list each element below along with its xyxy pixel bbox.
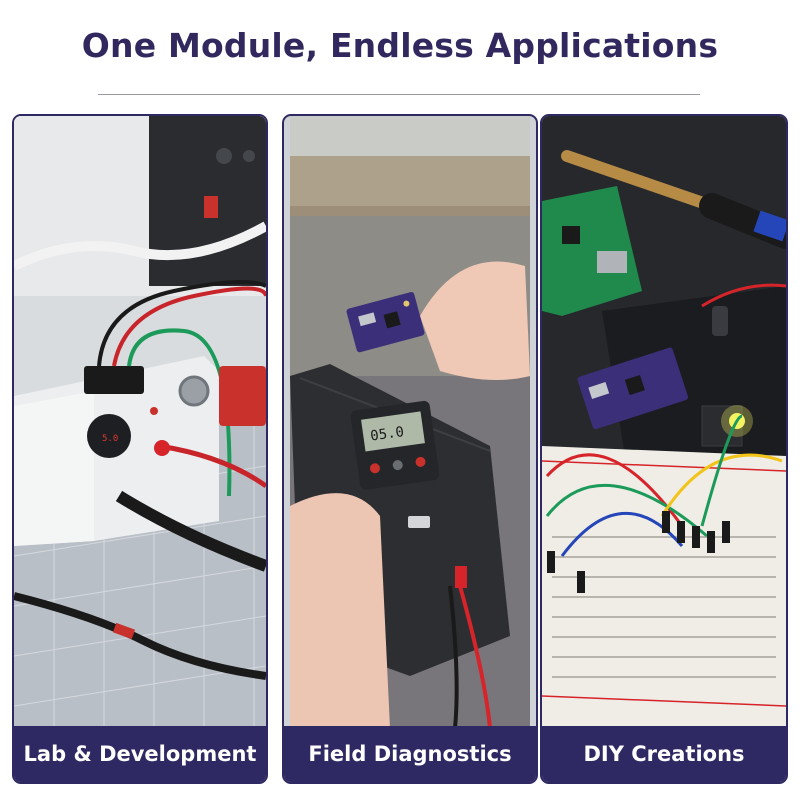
caption-diy-creations: DIY Creations bbox=[542, 726, 786, 782]
caption-field-diagnostics: Field Diagnostics bbox=[284, 726, 536, 782]
page-title: One Module, Endless Applications bbox=[81, 26, 719, 65]
instrument-knob bbox=[243, 150, 255, 162]
soldering-iron bbox=[561, 150, 718, 212]
display-readout-graphic: 5.0 bbox=[102, 434, 118, 444]
probe-tip-band bbox=[112, 622, 136, 640]
power-knob bbox=[178, 375, 210, 407]
black-lead bbox=[97, 280, 266, 367]
rail-line bbox=[542, 695, 786, 707]
red-plug bbox=[455, 566, 467, 588]
display-dial bbox=[87, 414, 131, 458]
jumper-green bbox=[545, 484, 708, 538]
jumper-yellow bbox=[660, 453, 783, 517]
red-lead bbox=[458, 585, 492, 728]
caption-lab-development: Lab & Development bbox=[14, 726, 266, 782]
module-board bbox=[346, 292, 425, 353]
panel-lab-development: 5.0 Lab & Development bbox=[12, 114, 268, 784]
lower-hand bbox=[290, 493, 390, 728]
black-dev-board bbox=[602, 286, 786, 501]
street-blur bbox=[290, 156, 530, 216]
panel-diy-creations: DIY Creations bbox=[540, 114, 788, 784]
green-pcb bbox=[542, 186, 642, 316]
lab-bench-photo: 5.0 bbox=[14, 116, 266, 728]
jumper-red bbox=[701, 283, 786, 308]
panel-field-diagnostics: 05.0 Field Diagnostics bbox=[282, 114, 538, 784]
module-board bbox=[577, 347, 689, 430]
cable bbox=[14, 221, 266, 271]
ethernet-jack bbox=[597, 251, 627, 273]
svg-text:05.0: 05.0 bbox=[369, 424, 405, 445]
upper-hand bbox=[420, 261, 530, 380]
field-diagnostics-photo: 05.0 bbox=[290, 116, 530, 728]
usb-port bbox=[408, 516, 430, 528]
black-lead bbox=[448, 585, 459, 728]
capacitor bbox=[712, 306, 728, 336]
title-divider bbox=[98, 94, 700, 95]
multimeter-edge bbox=[219, 366, 266, 426]
instrument-knob bbox=[216, 148, 232, 164]
power-supply-front bbox=[14, 391, 94, 546]
jumper-green bbox=[700, 414, 743, 527]
red-lead bbox=[112, 286, 266, 367]
pcb-chip bbox=[562, 226, 580, 244]
black-probe-cable bbox=[115, 490, 266, 572]
red-probe-cable bbox=[158, 443, 266, 489]
indicator-led bbox=[150, 407, 158, 415]
jumper-red bbox=[545, 453, 684, 527]
rail-line bbox=[542, 460, 786, 472]
mini-multimeter: 05.0 bbox=[350, 400, 440, 490]
jumper-pins bbox=[547, 511, 730, 593]
cable-plug bbox=[204, 196, 218, 218]
iron-grip bbox=[753, 210, 786, 242]
terminal-block bbox=[84, 366, 144, 394]
red-banana-jack bbox=[154, 440, 170, 456]
diy-creations-photo bbox=[542, 116, 786, 728]
breadboard-holes bbox=[552, 536, 776, 678]
probe-cable bbox=[14, 592, 266, 680]
